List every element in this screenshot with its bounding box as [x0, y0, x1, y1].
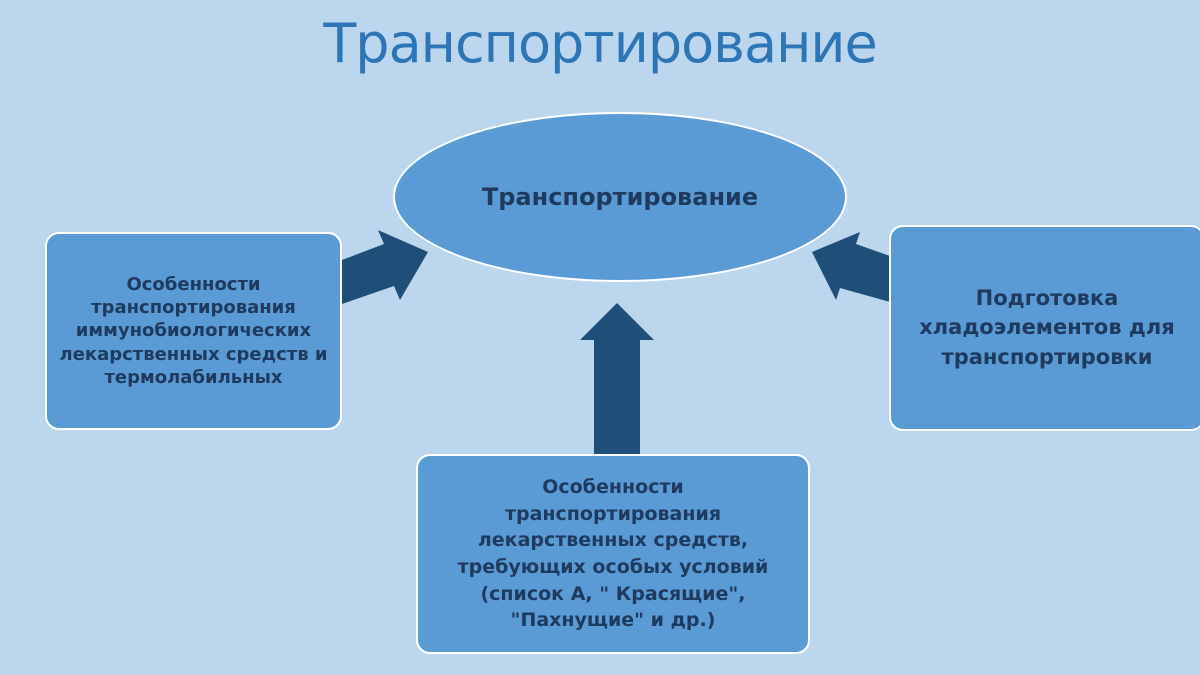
center-ellipse: Транспортирование	[393, 112, 847, 282]
box-special-conditions: Особенности транспортирования лекарствен…	[416, 454, 810, 654]
box-immunobiological: Особенности транспортирования иммунобиол…	[45, 232, 342, 430]
arrow-bottom-to-center	[580, 303, 654, 456]
box-cold-elements: Подготовка хладоэлементов для транспорти…	[889, 225, 1200, 431]
arrow-right-to-center	[812, 232, 890, 302]
center-label: Транспортирование	[481, 183, 759, 211]
arrow-left-to-center	[342, 230, 428, 304]
slide-title: Транспортирование	[323, 12, 877, 75]
